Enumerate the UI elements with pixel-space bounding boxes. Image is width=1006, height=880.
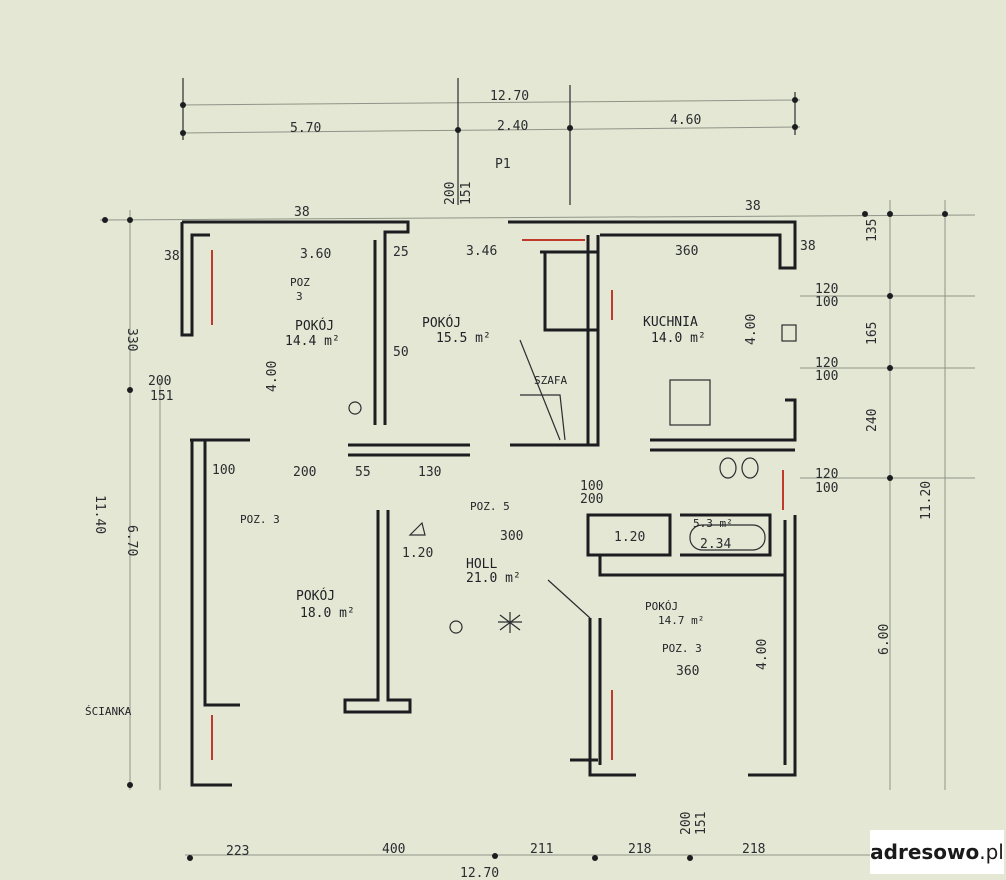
top-dimension-lines bbox=[99, 78, 976, 221]
room-b-area: 15.5 m² bbox=[436, 331, 491, 346]
label-130: 130 bbox=[418, 465, 441, 480]
dim-bottom-5: 218 bbox=[742, 842, 765, 857]
closet-label: SZAFA bbox=[534, 374, 567, 387]
label-120b: 120 bbox=[815, 356, 838, 371]
window-marks bbox=[211, 239, 784, 760]
label-100e: 100 bbox=[580, 479, 603, 494]
chimney-marker bbox=[348, 401, 362, 415]
label-38c: 38 bbox=[745, 199, 761, 214]
bath-c-area: 5.3 m² bbox=[693, 517, 733, 530]
watermark-brand: adresowo bbox=[870, 840, 980, 864]
label-scianka: ŚCIANKA bbox=[85, 705, 132, 718]
room-d-width: 360 bbox=[676, 664, 699, 679]
room-d-depth: 4.00 bbox=[755, 639, 770, 670]
room-kitchen-width: 360 bbox=[675, 244, 698, 259]
label-100d: 100 bbox=[815, 481, 838, 496]
dim-bottom-total: 12.70 bbox=[460, 866, 499, 880]
label-38d: 38 bbox=[800, 239, 816, 254]
room-c-poz: POZ. 3 bbox=[240, 513, 280, 526]
dim-bottom-2: 400 bbox=[382, 842, 405, 857]
label-200e: 200 bbox=[679, 812, 694, 835]
right-dimension-lines bbox=[800, 200, 975, 790]
label-50: 50 bbox=[393, 345, 409, 360]
room-a-name: POKÓJ bbox=[295, 318, 334, 334]
room-holl-width: 300 bbox=[500, 529, 523, 544]
label-240: 240 bbox=[865, 409, 880, 432]
room-kitchen-name: KUCHNIA bbox=[643, 315, 698, 330]
room-c-area: 18.0 m² bbox=[300, 606, 355, 621]
room-c-name: POKÓJ bbox=[296, 588, 335, 604]
room-kitchen-depth: 4.00 bbox=[744, 314, 759, 345]
label-100b: 100 bbox=[815, 295, 838, 310]
room-holl-name: HOLL bbox=[466, 557, 497, 572]
diagonal-b bbox=[547, 579, 591, 619]
stove bbox=[669, 379, 711, 426]
diagonal-a bbox=[519, 339, 561, 441]
dim-bottom-3: 211 bbox=[530, 842, 553, 857]
fixtures bbox=[348, 324, 797, 634]
exterior-walls bbox=[180, 220, 797, 787]
sink bbox=[741, 457, 759, 479]
bath-b-dim: 2.34 bbox=[700, 537, 731, 552]
bath-a-dim: 1.20 bbox=[614, 530, 645, 545]
label-670: 6.70 bbox=[124, 525, 139, 556]
column-marker bbox=[449, 620, 463, 634]
label-100: 100 bbox=[212, 463, 235, 478]
dim-p1: P1 bbox=[495, 157, 511, 172]
room-holl-poz: POZ. 5 bbox=[470, 500, 510, 513]
label-165: 165 bbox=[865, 322, 880, 345]
bathtub bbox=[689, 524, 766, 551]
room-a-area: 14.4 m² bbox=[285, 334, 340, 349]
watermark-tld: .pl bbox=[979, 840, 1004, 864]
label-38a: 38 bbox=[164, 249, 180, 264]
dim-overall: 12.70 bbox=[490, 89, 529, 104]
label-100c: 100 bbox=[815, 369, 838, 384]
room-d-name: POKÓJ bbox=[645, 600, 678, 613]
label-120a: 120 bbox=[815, 282, 838, 297]
toilet bbox=[719, 457, 737, 479]
dim-left-span: 5.70 bbox=[290, 121, 321, 136]
room-a-poz: POZ bbox=[290, 276, 310, 289]
label-200d: 200 bbox=[443, 182, 458, 205]
vent bbox=[781, 324, 797, 342]
label-200c: 200 bbox=[580, 492, 603, 507]
star-marker bbox=[498, 612, 522, 633]
watermark-logo: adresowo.pl bbox=[870, 830, 1004, 874]
label-120c: 120 bbox=[815, 467, 838, 482]
label-600: 6.00 bbox=[877, 624, 892, 655]
room-a-width: 3.60 bbox=[300, 247, 331, 262]
dim-mid-span: 2.40 bbox=[497, 119, 528, 134]
room-d-area: 14.7 m² bbox=[658, 614, 704, 627]
label-151a: 151 bbox=[150, 389, 173, 404]
label-1140: 11.40 bbox=[92, 495, 107, 534]
left-dimension-lines bbox=[102, 210, 161, 790]
room-d-poz: POZ. 3 bbox=[662, 642, 702, 655]
room-holl-area: 21.0 m² bbox=[466, 571, 521, 586]
room-a-depth: 4.00 bbox=[265, 361, 280, 392]
label-346: 3.46 bbox=[466, 244, 497, 259]
dim-right-span: 4.60 bbox=[670, 113, 701, 128]
label-38b: 38 bbox=[294, 205, 310, 220]
entry-arrow bbox=[408, 521, 426, 536]
room-b-name: POKÓJ bbox=[422, 315, 461, 331]
stair-marker bbox=[520, 394, 566, 441]
label-55: 55 bbox=[355, 465, 371, 480]
dim-bottom-1: 223 bbox=[226, 844, 249, 859]
label-120d: 1.20 bbox=[402, 546, 433, 561]
label-200a: 200 bbox=[148, 374, 171, 389]
label-330: 330 bbox=[124, 328, 139, 351]
label-151b: 151 bbox=[459, 182, 474, 205]
label-135: 135 bbox=[865, 219, 880, 242]
room-a-poz-num: 3 bbox=[296, 290, 303, 303]
label-151c: 151 bbox=[694, 812, 709, 835]
label-1120: 11.20 bbox=[919, 481, 934, 520]
dim-bottom-4: 218 bbox=[628, 842, 651, 857]
room-kitchen-area: 14.0 m² bbox=[651, 331, 706, 346]
label-25: 25 bbox=[393, 245, 409, 260]
label-200b: 200 bbox=[293, 465, 316, 480]
